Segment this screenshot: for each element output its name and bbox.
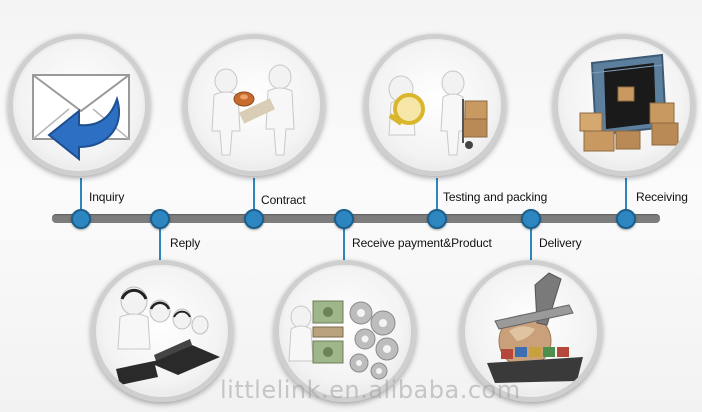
handshake-contract-icon	[211, 64, 295, 156]
step-label-receiving: Receiving	[636, 190, 688, 204]
timeline-axis	[52, 214, 660, 223]
magnifier-boxes-icon	[388, 70, 488, 156]
step-image-inquiry	[8, 34, 150, 176]
step-dot-contract	[244, 209, 264, 229]
money-gears-icon	[288, 300, 399, 380]
stem-receiving	[625, 178, 627, 216]
stem-inquiry	[80, 178, 82, 216]
step-image-payment	[274, 260, 416, 402]
step-label-testing: Testing and packing	[443, 190, 548, 204]
step-label-payment: Receive payment&Product	[352, 236, 492, 250]
container-boxes-icon	[579, 53, 679, 152]
step-dot-reply	[150, 209, 170, 229]
step-dot-testing	[427, 209, 447, 229]
step-image-receiving	[553, 34, 695, 176]
stem-contract	[253, 178, 255, 216]
plane-ship-icon	[487, 272, 583, 383]
call-center-icon	[116, 286, 220, 385]
step-label-contract: Contract	[261, 193, 306, 207]
step-dot-receiving	[616, 209, 636, 229]
watermark: littlelink.en.alibaba.com	[220, 376, 521, 404]
step-image-testing	[364, 34, 506, 176]
stem-payment	[343, 222, 345, 260]
step-image-reply	[91, 260, 233, 402]
step-label-inquiry: Inquiry	[89, 190, 125, 204]
step-image-delivery	[460, 260, 602, 402]
step-dot-inquiry	[71, 209, 91, 229]
step-label-reply: Reply	[170, 236, 201, 250]
stem-delivery	[530, 222, 532, 260]
step-dot-payment	[334, 209, 354, 229]
step-image-contract	[183, 34, 325, 176]
step-label-delivery: Delivery	[539, 236, 582, 250]
stem-reply	[159, 222, 161, 260]
step-dot-delivery	[521, 209, 541, 229]
stem-testing	[436, 178, 438, 216]
envelope-reply-icon	[32, 74, 130, 162]
